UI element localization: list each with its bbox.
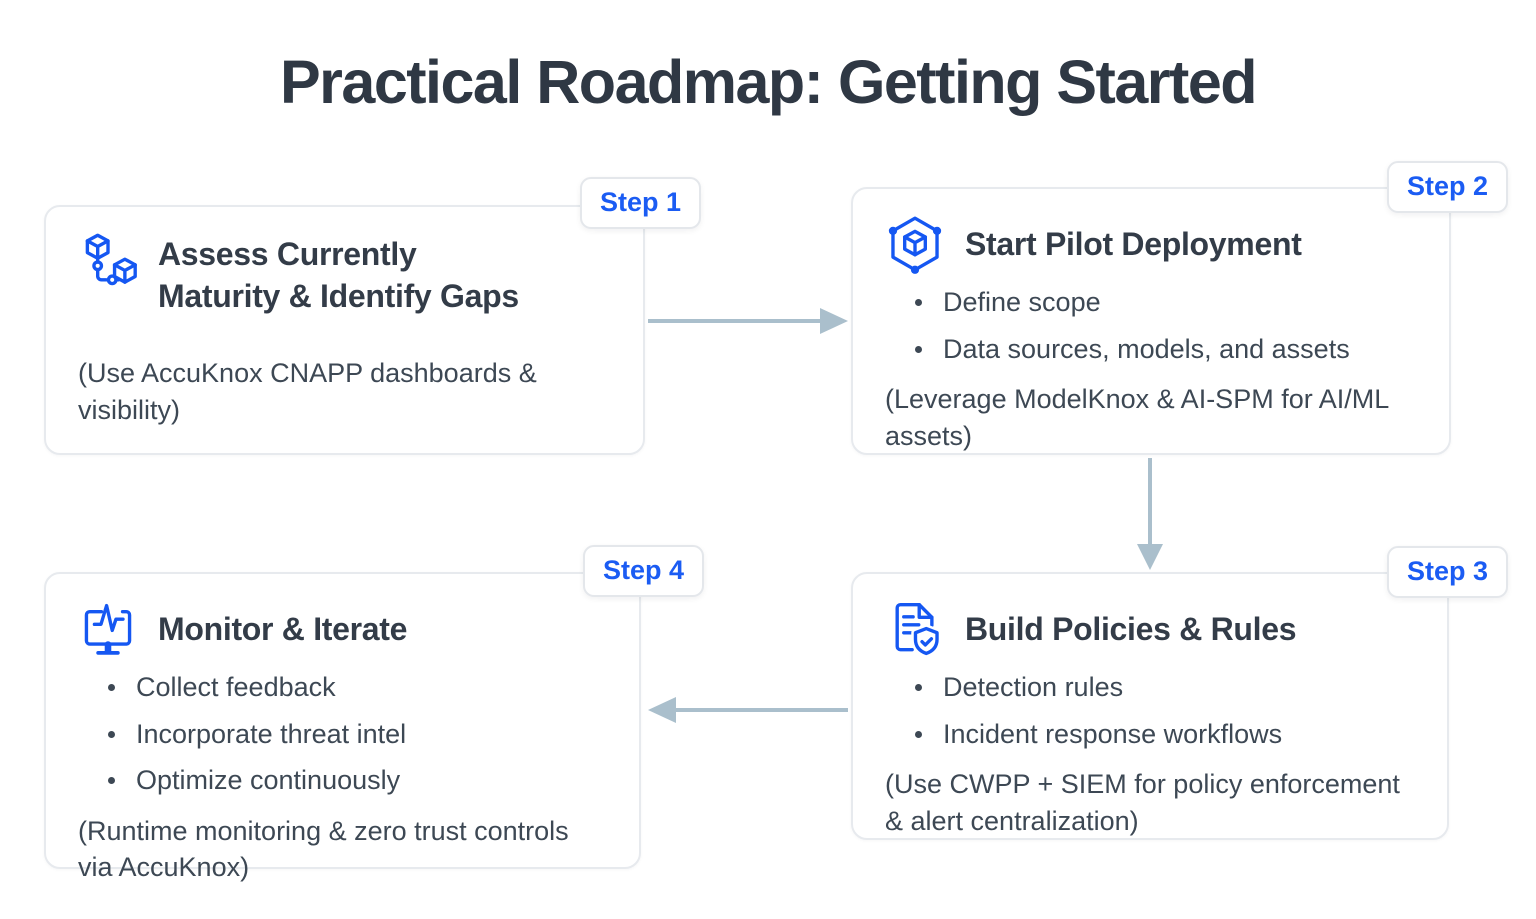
- bullet-item: Incident response workflows: [913, 717, 1415, 753]
- page-title: Practical Roadmap: Getting Started: [279, 48, 1258, 116]
- step2-card: Start Pilot Deployment Define scope Data…: [851, 187, 1451, 455]
- step4-card: Monitor & Iterate Collect feedback Incor…: [44, 572, 641, 882]
- bullet-item: Incorporate threat intel: [106, 717, 607, 753]
- policy-document-shield-icon: [885, 598, 945, 660]
- step2-note: (Leverage ModelKnox & AI-SPM for AI/ML a…: [885, 384, 1389, 451]
- step3-title: Build Policies & Rules: [965, 610, 1297, 647]
- step3-card: Build Policies & Rules Detection rules I…: [851, 572, 1449, 840]
- step4-title: Monitor & Iterate: [158, 610, 408, 647]
- step4-badge: Step 4: [583, 545, 705, 598]
- linked-cubes-icon: [78, 231, 138, 293]
- bullet-item: Detection rules: [913, 670, 1415, 706]
- bullet-item: Optimize continuously: [106, 763, 607, 799]
- step2-title: Start Pilot Deployment: [965, 225, 1302, 262]
- step3-badge: Step 3: [1387, 546, 1509, 599]
- step1-badge: Step 1: [580, 177, 702, 230]
- step3-note: (Use CWPP + SIEM for policy enforcement …: [885, 769, 1400, 836]
- step1-title: Assess Currently Maturity & Identify Gap…: [158, 236, 519, 315]
- step2-bullet-list: Define scope Data sources, models, and a…: [885, 285, 1417, 367]
- step1-note: (Use AccuKnox CNAPP dashboards & visibil…: [78, 358, 537, 425]
- monitor-pulse-icon: [78, 598, 138, 660]
- step4-note: (Runtime monitoring & zero trust control…: [78, 815, 569, 883]
- bullet-item: Define scope: [913, 285, 1417, 321]
- flow-arrow-step1-to-step2: [648, 308, 848, 334]
- step4-bullet-list: Collect feedback Incorporate threat inte…: [78, 670, 607, 799]
- bullet-item: Data sources, models, and assets: [913, 332, 1417, 368]
- bullet-item: Collect feedback: [106, 670, 607, 706]
- flow-arrow-step3-to-step4: [648, 697, 848, 723]
- step2-badge: Step 2: [1387, 161, 1509, 214]
- step1-card: Assess Currently Maturity & Identify Gap…: [44, 205, 645, 455]
- step3-bullet-list: Detection rules Incident response workfl…: [885, 670, 1415, 752]
- flow-arrow-step2-to-step3: [1137, 458, 1163, 570]
- hexagon-cube-icon: [885, 213, 945, 275]
